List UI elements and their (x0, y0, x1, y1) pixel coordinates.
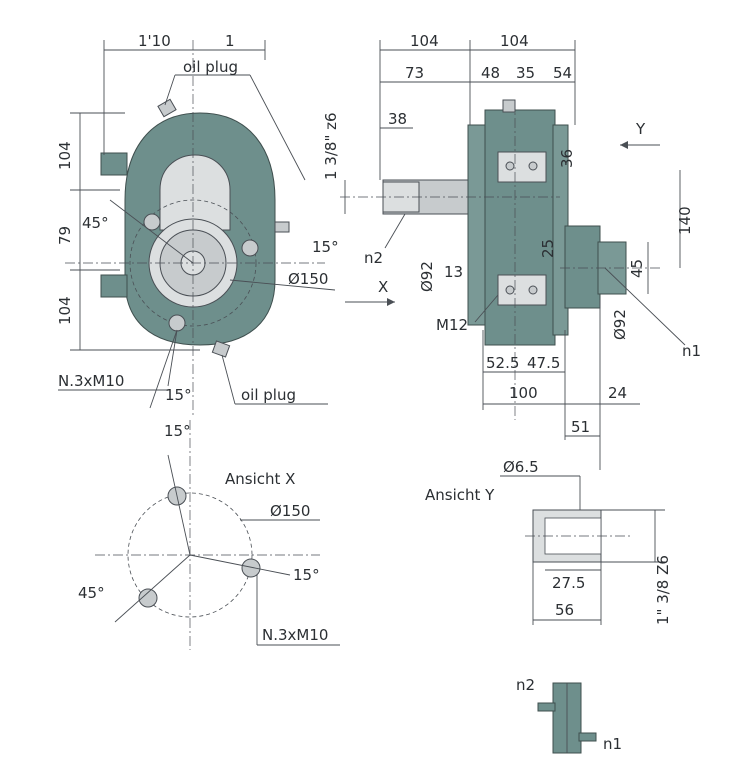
side-dim-47-5: 47.5 (527, 354, 560, 372)
side-dim-24: 24 (608, 384, 627, 402)
side-thread-label: M12 (436, 316, 468, 334)
side-bolt-plate-top (497, 151, 547, 183)
front-cam-plate (159, 154, 231, 231)
front-bolt-right (274, 221, 290, 233)
side-n2-label: n2 (364, 249, 383, 267)
oil-plug-top-icon (157, 98, 177, 118)
side-y-arrow-head (620, 141, 628, 149)
ansicht-x-bolts: N.3xM10 (262, 626, 328, 644)
side-dim-54: 54 (553, 64, 572, 82)
front-dim-h-bottom: 104 (56, 296, 74, 325)
side-dim-100: 100 (509, 384, 538, 402)
side-x-arrow-head (387, 298, 395, 306)
oil-plug-top-label: oil plug (183, 58, 238, 76)
ansicht-x-bolt-3-icon (138, 588, 158, 608)
side-dim-13: 13 (444, 263, 463, 281)
side-output-flange (564, 225, 601, 309)
ansicht-x-angle-45: 45° (78, 584, 105, 602)
ansicht-x-ray-3 (114, 554, 191, 623)
side-dim-92-left: Ø92 (418, 261, 436, 292)
side-dim-38: 38 (388, 110, 407, 128)
ansicht-x-angle-15-top: 15° (164, 422, 191, 440)
side-n1-label: n1 (682, 342, 701, 360)
side-shaft-spec: 1 3/8" z6 (322, 112, 340, 180)
ansicht-x-bolt-2-icon (241, 558, 261, 578)
oil-plug-bottom-label: oil plug (241, 386, 296, 404)
ansicht-y-view: Ansicht Y Ø6.5 1" 3/8 Z6 27.5 56 (425, 458, 672, 625)
side-dim-35: 35 (516, 64, 535, 82)
side-x-arrow-label: X (378, 278, 388, 296)
front-diameter-leader (229, 279, 336, 291)
side-thread-leader (474, 294, 499, 323)
side-dim-104-left: 104 (410, 32, 439, 50)
front-lug-left-top (100, 152, 128, 176)
front-dim-top-right: 1 (225, 32, 235, 50)
oil-plug-bottom-icon (211, 340, 231, 358)
side-bolt-plate-bottom (497, 274, 547, 306)
side-dim-140: 140 (676, 206, 694, 235)
side-view: 104 104 73 48 35 54 38 36 1 3/8" z6 Y 14… (322, 32, 701, 470)
ansicht-y-d56: 56 (555, 601, 574, 619)
ansicht-y-title: Ansicht Y (425, 486, 495, 504)
ansicht-y-d6-5: Ø6.5 (503, 458, 539, 476)
side-top-plug-icon (502, 99, 516, 113)
oil-plug-top-leader-2 (249, 74, 306, 181)
schematic: n2 n1 (516, 676, 622, 754)
side-dim-48: 48 (481, 64, 500, 82)
ansicht-x-diameter: Ø150 (270, 502, 310, 520)
side-dim-45: 45 (628, 259, 646, 278)
front-diameter: Ø150 (288, 270, 328, 288)
side-dim-25: 25 (539, 239, 557, 258)
front-bolt-2-icon (241, 239, 259, 257)
front-dim-h-top: 104 (56, 141, 74, 170)
front-bolts-label: N.3xM10 (58, 372, 124, 390)
oil-plug-top-leader (164, 74, 176, 106)
side-dim-36: 36 (558, 149, 576, 168)
side-dim-104-right: 104 (500, 32, 529, 50)
side-bolt-top-1-icon (505, 161, 515, 171)
ansicht-x-ray-1 (167, 454, 191, 556)
front-bolt-1-icon (143, 213, 161, 231)
ansicht-x-view: Ansicht X 15° Ø150 15° 45° N.3xM10 (78, 420, 340, 650)
front-bolt-3-icon (168, 314, 186, 332)
side-bolt-bottom-1-icon (505, 285, 515, 295)
side-y-arrow-label: Y (635, 120, 646, 138)
oil-plug-bottom-leader (221, 354, 236, 405)
schematic-shaft-n2 (537, 702, 556, 712)
front-angle-15-bottom-line (149, 329, 178, 409)
front-angle-45: 45° (82, 214, 109, 232)
front-angle-15-bottom: 15° (165, 386, 192, 404)
front-dim-top-left: 1'10 (138, 32, 171, 50)
schematic-n2: n2 (516, 676, 535, 694)
front-dim-h-mid: 79 (56, 226, 74, 245)
schematic-n1: n1 (603, 735, 622, 753)
schematic-shaft-n1 (578, 732, 597, 742)
front-bolts-leader (167, 329, 178, 387)
side-housing-main (484, 109, 556, 346)
ansicht-x-angle-15-right: 15° (293, 566, 320, 584)
front-view: 1'10 1 104 79 104 oil plug 45° 15° Ø150 … (56, 32, 339, 415)
ansicht-y-d27-5: 27.5 (552, 574, 585, 592)
ansicht-x-ray-2 (189, 554, 291, 576)
side-dim-73: 73 (405, 64, 424, 82)
front-angle-45-line (109, 199, 194, 264)
side-bolt-top-2-icon (528, 161, 538, 171)
ansicht-x-title: Ansicht X (225, 470, 295, 488)
side-dim-51: 51 (571, 418, 590, 436)
side-n2-leader (384, 213, 406, 249)
side-dim-52-5: 52.5 (486, 354, 519, 372)
front-bolt-circle (129, 199, 257, 327)
side-dim-92-right: Ø92 (611, 309, 629, 340)
side-n1-leader (604, 267, 686, 346)
ansicht-y-shaft-spec: 1" 3/8 Z6 (654, 555, 672, 625)
side-bolt-bottom-2-icon (528, 285, 538, 295)
front-angle-15-right: 15° (312, 238, 339, 256)
front-lug-left-bottom (100, 274, 128, 298)
